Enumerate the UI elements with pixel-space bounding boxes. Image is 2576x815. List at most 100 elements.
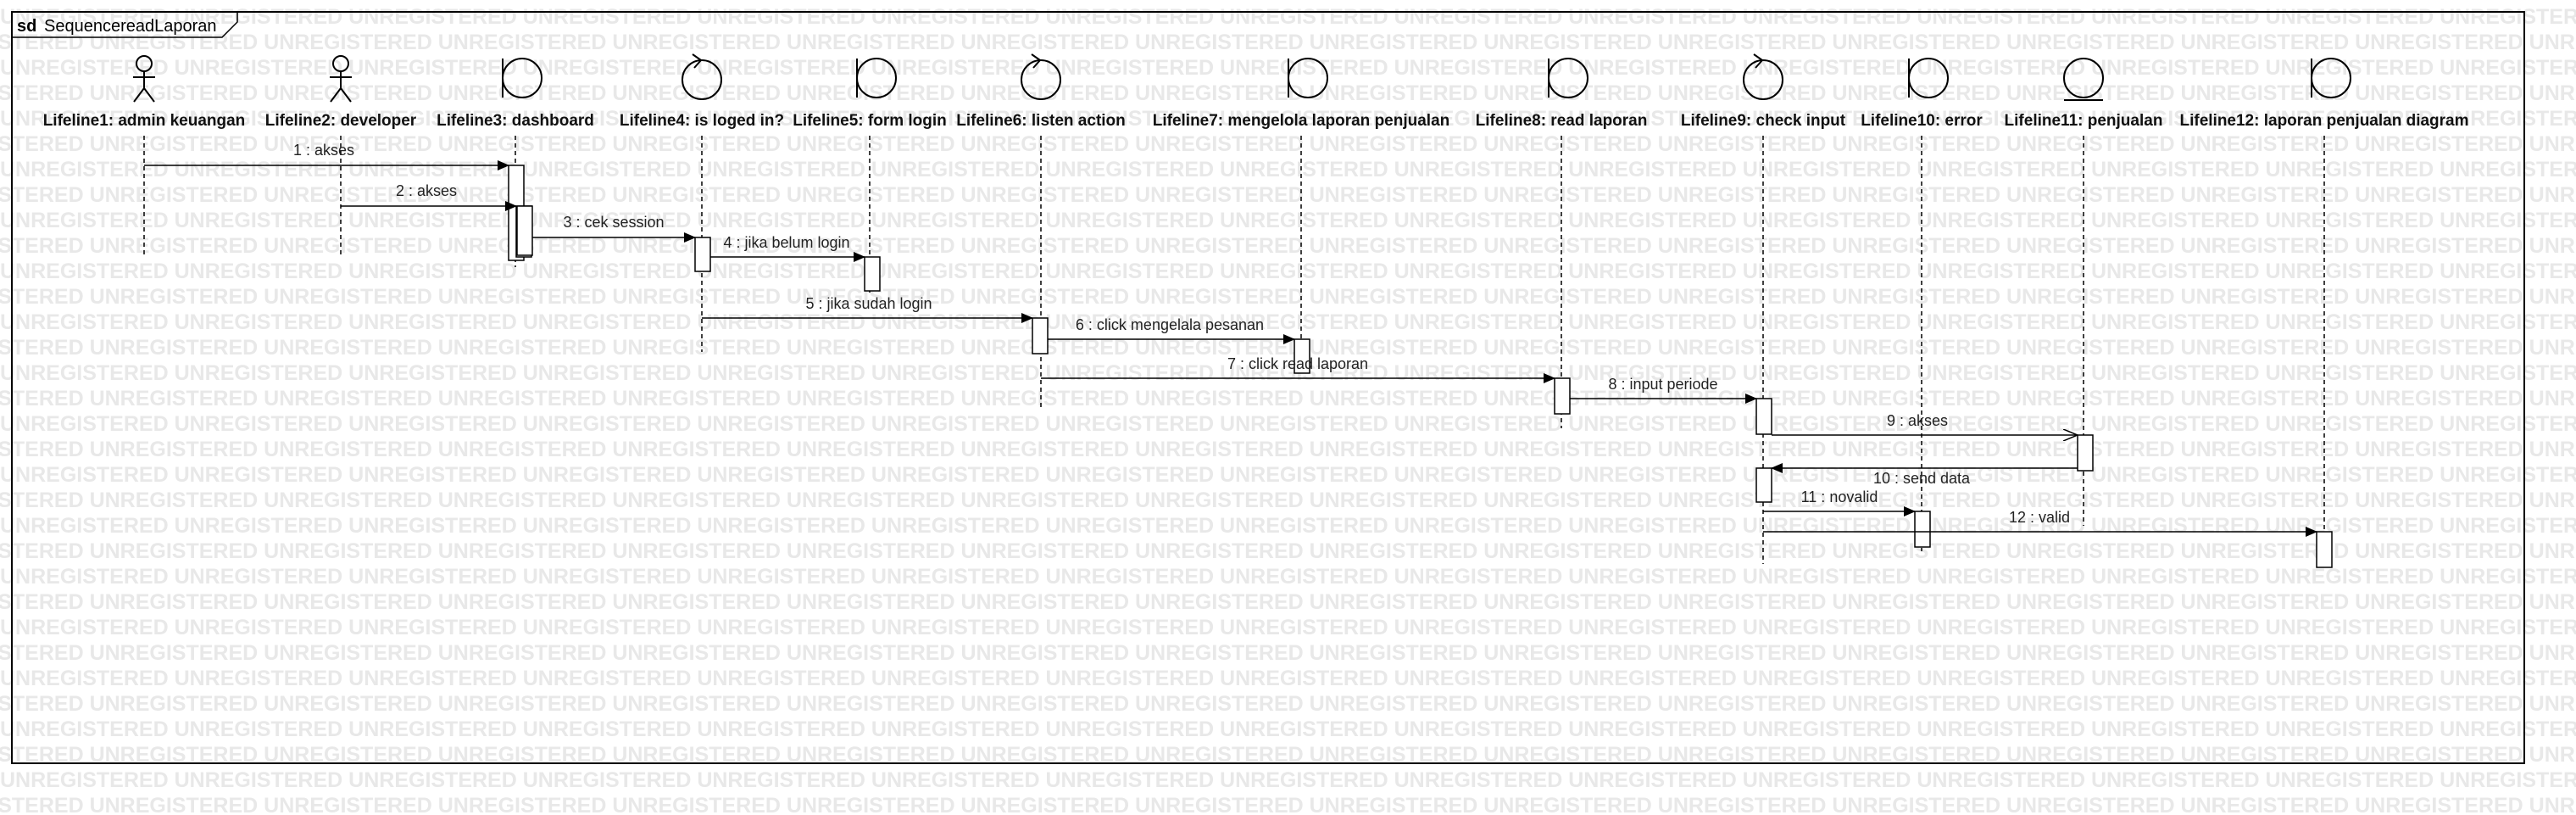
message-label: 1 : akses bbox=[293, 142, 354, 159]
control-icon bbox=[682, 53, 722, 100]
message-label: 8 : input periode bbox=[1608, 376, 1717, 393]
activation-box bbox=[2077, 434, 2094, 472]
message-1: 1 : akses bbox=[144, 142, 509, 170]
watermark-text: UNREGISTERED UNREGISTERED UNREGISTERED U… bbox=[0, 285, 2576, 309]
watermark-background: UNREGISTERED UNREGISTERED UNREGISTERED U… bbox=[0, 5, 2576, 815]
diagram-frame bbox=[11, 11, 2525, 764]
watermark-text: UNREGISTERED UNREGISTERED UNREGISTERED U… bbox=[0, 794, 2576, 815]
lifeline-6: Lifeline6: listen action bbox=[956, 53, 1126, 407]
message-label: 12 : valid bbox=[2009, 509, 2070, 526]
watermark-text: UNREGISTERED UNREGISTERED UNREGISTERED U… bbox=[0, 616, 2576, 639]
message-label: 3 : cek session bbox=[563, 214, 664, 231]
lifeline-label: Lifeline1: admin keuangan bbox=[43, 112, 246, 130]
message-10: 10 : send data bbox=[1771, 463, 2078, 487]
message-label: 5 : jika sudah login bbox=[805, 295, 932, 312]
activation-box bbox=[1032, 317, 1049, 354]
message-label: 4 : jika belum login bbox=[723, 234, 849, 251]
lifeline-label: Lifeline9: check input bbox=[1681, 112, 1846, 130]
message-6: 6 : click mengelala pesanan bbox=[1048, 316, 1295, 344]
boundary-icon bbox=[2311, 58, 2351, 98]
watermark-text: UNREGISTERED UNREGISTERED UNREGISTERED U… bbox=[0, 132, 2576, 156]
activation-box bbox=[1914, 511, 1931, 548]
lifeline-label: Lifeline2: developer bbox=[265, 112, 417, 130]
message-label: 7 : click read laporan bbox=[1227, 355, 1368, 372]
watermark-text: UNREGISTERED UNREGISTERED UNREGISTERED U… bbox=[0, 692, 2576, 716]
message-2: 2 : akses bbox=[341, 182, 517, 211]
watermark-text: UNREGISTERED UNREGISTERED UNREGISTERED U… bbox=[0, 234, 2576, 258]
watermark-text: UNREGISTERED UNREGISTERED UNREGISTERED U… bbox=[0, 260, 2576, 283]
watermark-text: UNREGISTERED UNREGISTERED UNREGISTERED U… bbox=[0, 107, 2576, 131]
activation-box bbox=[1755, 467, 1772, 503]
message-5: 5 : jika sudah login bbox=[702, 295, 1033, 323]
watermark-text: UNREGISTERED UNREGISTERED UNREGISTERED U… bbox=[0, 539, 2576, 563]
message-label: 9 : akses bbox=[1887, 412, 1948, 429]
control-icon bbox=[1021, 53, 1061, 100]
message-12: 12 : valid bbox=[1763, 509, 2317, 537]
entity-icon bbox=[2063, 58, 2104, 101]
lifeline-label: Lifeline4: is loged in? bbox=[620, 112, 784, 130]
activation-box bbox=[694, 237, 711, 272]
watermark-text: UNREGISTERED UNREGISTERED UNREGISTERED U… bbox=[0, 310, 2576, 334]
boundary-icon bbox=[1548, 58, 1588, 98]
watermark-text: UNREGISTERED UNREGISTERED UNREGISTERED U… bbox=[0, 488, 2576, 512]
lifeline-label: Lifeline8: read laporan bbox=[1476, 112, 1648, 130]
lifeline-11: Lifeline11: penjualan bbox=[2005, 58, 2163, 526]
message-4: 4 : jika belum login bbox=[710, 234, 865, 262]
lifeline-label: Lifeline6: listen action bbox=[956, 112, 1126, 130]
watermark-text: UNREGISTERED UNREGISTERED UNREGISTERED U… bbox=[0, 5, 2576, 29]
control-icon bbox=[1743, 53, 1783, 100]
lifeline-label: Lifeline11: penjualan bbox=[2005, 112, 2163, 130]
message-label: 2 : akses bbox=[396, 182, 457, 199]
watermark-text: UNREGISTERED UNREGISTERED UNREGISTERED U… bbox=[0, 717, 2576, 741]
actor-icon bbox=[133, 55, 155, 103]
message-3: 3 : cek session bbox=[532, 214, 696, 243]
boundary-icon bbox=[1288, 58, 1328, 98]
lifeline-12: Lifeline12: laporan penjualan diagram bbox=[2179, 58, 2469, 560]
watermark-text: UNREGISTERED UNREGISTERED UNREGISTERED U… bbox=[0, 209, 2576, 232]
watermark-text: UNREGISTERED UNREGISTERED UNREGISTERED U… bbox=[0, 667, 2576, 690]
frame-keyword: sd bbox=[17, 17, 36, 36]
activation-box bbox=[1294, 338, 1310, 374]
lifeline-2: Lifeline2: developer bbox=[265, 55, 417, 254]
message-label: 6 : click mengelala pesanan bbox=[1076, 316, 1264, 333]
message-label: 11 : novalid bbox=[1801, 488, 1878, 505]
watermark-text: UNREGISTERED UNREGISTERED UNREGISTERED U… bbox=[0, 463, 2576, 487]
lifeline-10: Lifeline10: error bbox=[1861, 58, 1983, 551]
watermark-text: UNREGISTERED UNREGISTERED UNREGISTERED U… bbox=[0, 158, 2576, 181]
frame-title-tab bbox=[12, 12, 238, 38]
lifeline-7: Lifeline7: mengelola laporan penjualan bbox=[1153, 58, 1450, 373]
watermark-text: UNREGISTERED UNREGISTERED UNREGISTERED U… bbox=[0, 768, 2576, 792]
watermark-text: UNREGISTERED UNREGISTERED UNREGISTERED U… bbox=[0, 514, 2576, 538]
lifeline-label: Lifeline10: error bbox=[1861, 112, 1983, 130]
boundary-icon bbox=[1908, 58, 1949, 98]
lifeline-1: Lifeline1: admin keuangan bbox=[43, 55, 246, 254]
message-7: 7 : click read laporan bbox=[1041, 355, 1555, 383]
frame-title: SequencereadLaporan bbox=[44, 17, 217, 36]
activation-box bbox=[516, 205, 533, 256]
message-label: 10 : send data bbox=[1873, 470, 1971, 487]
lifeline-9: Lifeline9: check input bbox=[1681, 53, 1846, 564]
lifeline-label: Lifeline3: dashboard bbox=[437, 112, 594, 130]
lifeline-8: Lifeline8: read laporan bbox=[1476, 58, 1648, 428]
lifeline-label: Lifeline5: form login bbox=[793, 112, 947, 130]
boundary-icon bbox=[856, 58, 897, 98]
watermark-text: UNREGISTERED UNREGISTERED UNREGISTERED U… bbox=[0, 590, 2576, 614]
message-8: 8 : input periode bbox=[1570, 376, 1757, 404]
message-9: 9 : akses bbox=[1772, 412, 2078, 435]
lifeline-label: Lifeline12: laporan penjualan diagram bbox=[2179, 112, 2468, 130]
activation-box bbox=[1755, 398, 1772, 435]
activation-box bbox=[2316, 531, 2333, 568]
watermark-text: UNREGISTERED UNREGISTERED UNREGISTERED U… bbox=[0, 641, 2576, 665]
lifeline-label: Lifeline7: mengelola laporan penjualan bbox=[1153, 112, 1450, 130]
watermark-text: UNREGISTERED UNREGISTERED UNREGISTERED U… bbox=[0, 438, 2576, 461]
boundary-icon bbox=[502, 58, 542, 98]
watermark-text: UNREGISTERED UNREGISTERED UNREGISTERED U… bbox=[0, 361, 2576, 385]
message-11: 11 : novalid bbox=[1763, 488, 1916, 516]
watermark-text: UNREGISTERED UNREGISTERED UNREGISTERED U… bbox=[0, 565, 2576, 589]
activation-box bbox=[864, 256, 881, 292]
watermark-text: UNREGISTERED UNREGISTERED UNREGISTERED U… bbox=[0, 31, 2576, 54]
activation-box bbox=[1554, 377, 1571, 415]
watermark-text: UNREGISTERED UNREGISTERED UNREGISTERED U… bbox=[0, 183, 2576, 207]
watermark-text: UNREGISTERED UNREGISTERED UNREGISTERED U… bbox=[0, 412, 2576, 436]
